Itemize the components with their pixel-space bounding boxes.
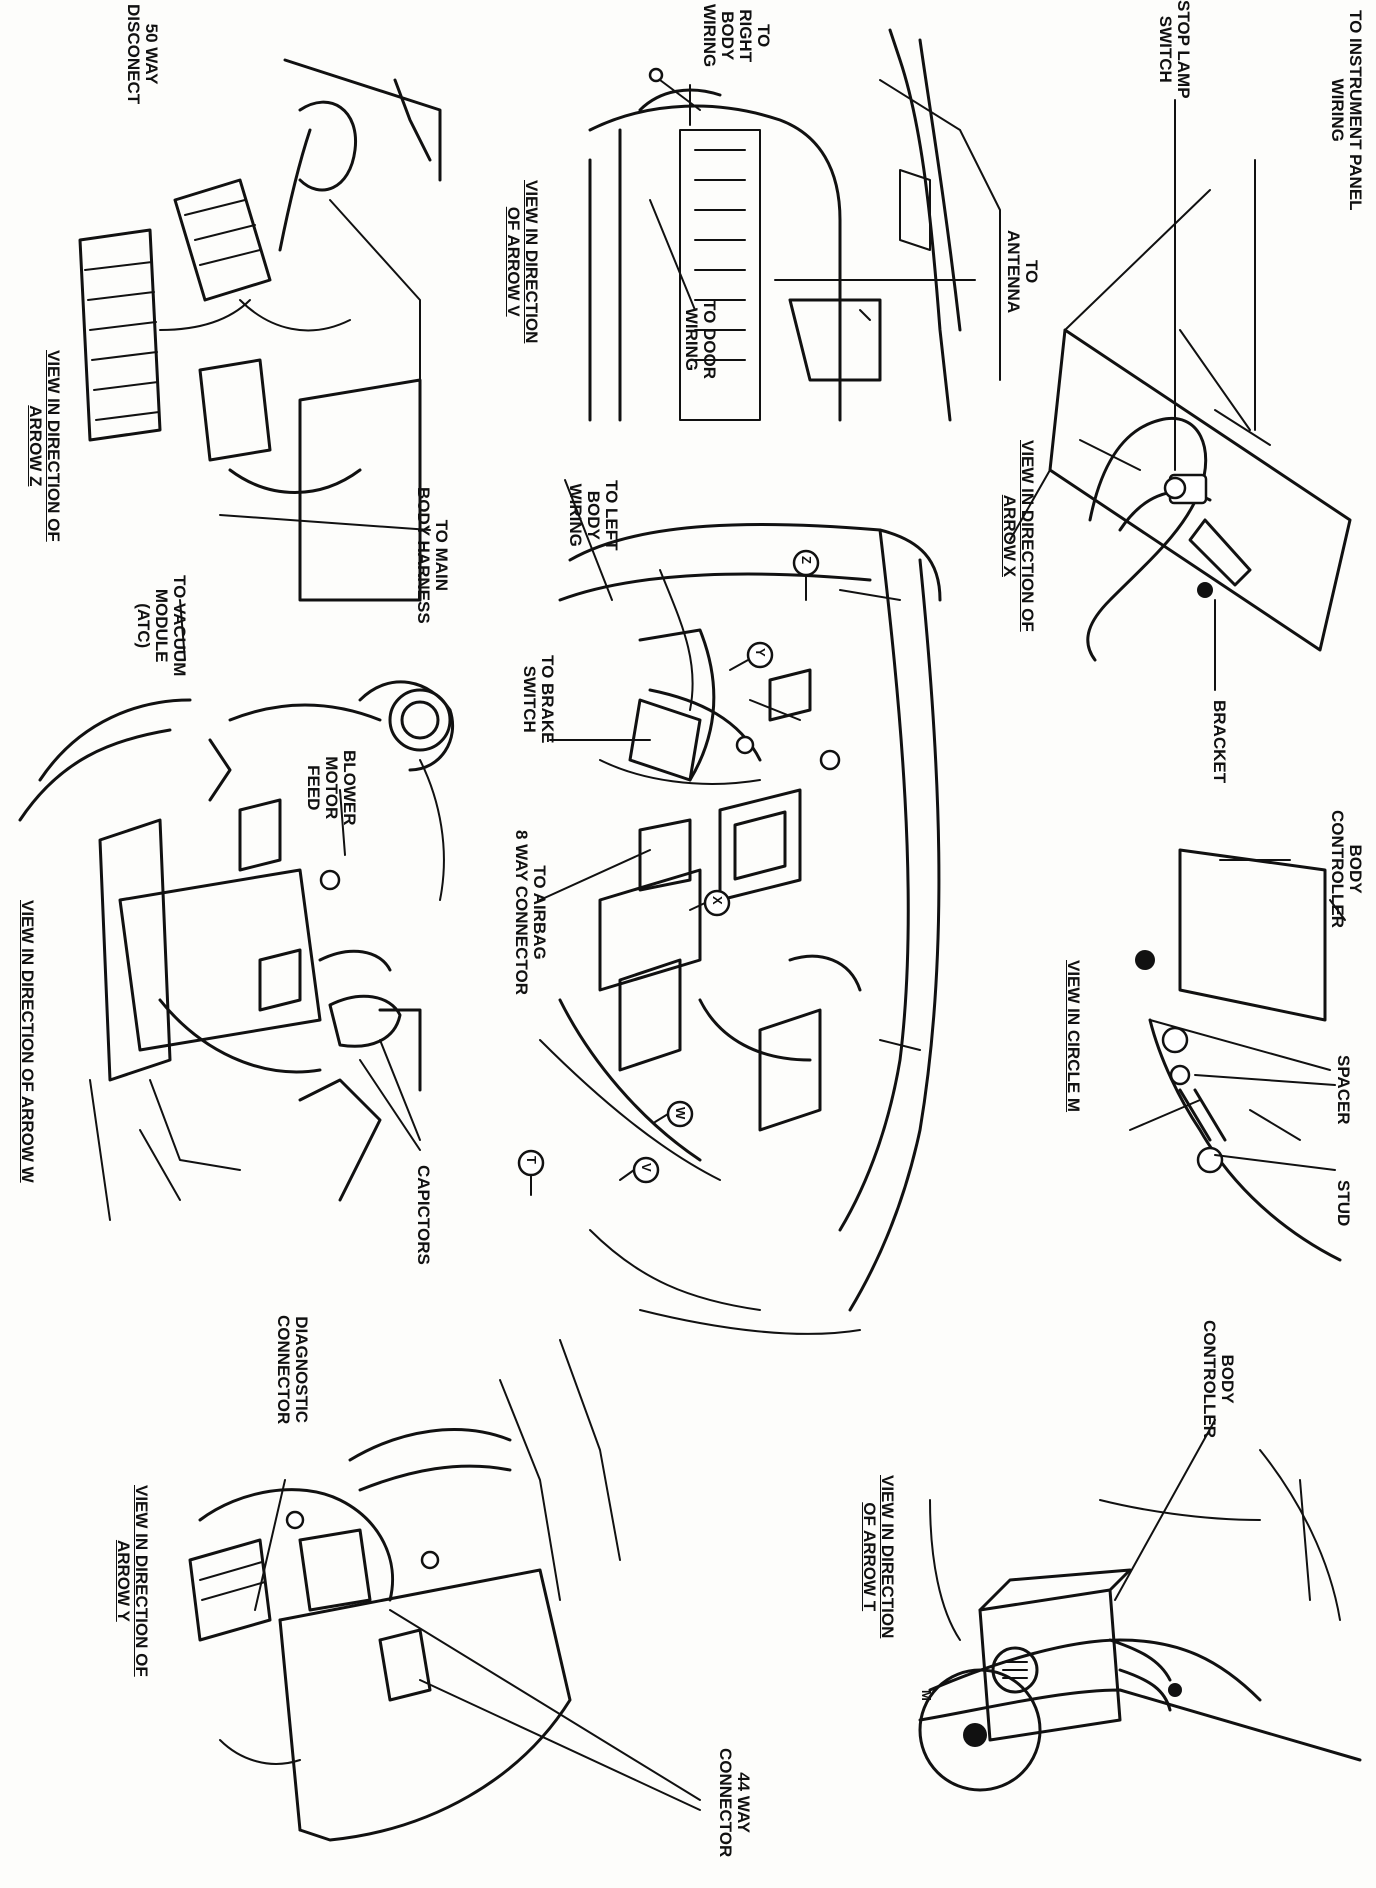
view-w-illustration: [18, 680, 455, 1221]
label-to-vacuum-module: TO VACUUM MODULE (ATC): [134, 575, 189, 677]
label-to-left-body-wiring: TO LEFT BODY WIRING: [566, 480, 621, 551]
callout-x-letter: X: [710, 896, 725, 905]
callout-y-marker: [729, 641, 774, 671]
label-view-arrow-x: VIEW IN DIRECTION OF ARROW X: [1000, 440, 1037, 632]
callout-m-letter: M: [919, 1690, 934, 1701]
leader-diagnostic: [254, 1479, 286, 1611]
center-dash-illustration: [539, 522, 942, 1335]
callout-v-marker: [619, 1156, 660, 1184]
view-z-illustration: [78, 58, 442, 602]
view-x-illustration: [1009, 189, 1352, 662]
label-to-main-body-harness: TO MAIN BODY HARNESS: [414, 487, 451, 624]
label-50-way-disconnect: 50 WAY DISCONECT: [124, 4, 161, 105]
view-y-illustration: [188, 1339, 621, 1842]
label-diagnostic-connector: DIAGNOSTIC CONNECTOR: [274, 1315, 311, 1425]
leader-door: [649, 199, 696, 311]
label-view-arrow-w: VIEW IN DIRECTION OF ARROW W: [18, 900, 37, 1183]
leader-44-way-2: [419, 1679, 701, 1811]
leader-vacuum-module: [179, 599, 186, 661]
callout-t-marker: [517, 1149, 545, 1196]
label-stud: STUD: [1334, 1180, 1353, 1227]
label-view-arrow-y: VIEW IN DIRECTION OF ARROW Y: [114, 1485, 151, 1677]
view-circle-m-illustration: [1129, 848, 1342, 1262]
leader-capictors-2: [359, 1059, 421, 1151]
label-spacer: SPACER: [1334, 1055, 1353, 1125]
leader-spacer: [1194, 1074, 1336, 1086]
leader-airbag: [539, 849, 651, 901]
label-to-antenna: TO ANTENNA: [1004, 230, 1041, 314]
leader-capictors-1: [379, 1039, 421, 1141]
label-bracket: BRACKET: [1210, 700, 1229, 784]
label-blower-motor-feed: BLOWER MOTOR FEED: [304, 750, 359, 826]
leader-left-body: [564, 479, 613, 601]
label-to-brake-switch: TO BRAKE SWITCH: [520, 655, 557, 744]
callout-w-letter: W: [673, 1107, 688, 1120]
view-t-illustration: [918, 1449, 1362, 1792]
label-to-right-body-wiring: TO RIGHT BODY WIRING: [700, 4, 773, 68]
label-44-way-connector: 44 WAY CONNECTOR: [716, 1748, 753, 1858]
label-body-controller-bottom: BODY CONTROLLER: [1200, 1320, 1237, 1439]
label-body-controller-top: BODY CONTROLLER: [1328, 810, 1365, 929]
callout-y-letter: Y: [753, 648, 768, 657]
label-to-instrument-panel-wiring: TO INSTRUMENT PANEL WIRING: [1328, 10, 1365, 211]
label-view-circle-m: VIEW IN CIRCLE M: [1064, 960, 1083, 1113]
callout-z-letter: Z: [799, 556, 814, 564]
callout-t-letter: T: [524, 1156, 539, 1164]
leader-44-way-1: [389, 1609, 701, 1801]
leader-main-body-harness: [219, 514, 431, 531]
view-v-illustration: [588, 28, 1001, 422]
label-view-arrow-z: VIEW IN DIRECTION OF ARROW Z: [26, 350, 63, 542]
label-to-airbag-connector: TO AIRBAG 8 WAY CONNECTOR: [512, 830, 549, 996]
callout-v-letter: V: [639, 1163, 654, 1172]
label-view-arrow-v: VIEW IN DIRECTION OF ARROW V: [504, 180, 541, 344]
label-view-arrow-t: VIEW IN DIRECTION OF ARROW T: [860, 1475, 897, 1639]
label-capictors: CAPICTORS: [414, 1165, 433, 1265]
leader-body-controller-bottom: [1114, 1419, 1216, 1601]
leader-blower: [339, 789, 346, 856]
callout-x-marker: [689, 889, 731, 917]
label-to-door-wiring: TO DOOR WIRING: [682, 300, 719, 380]
leader-stud: [1214, 1154, 1336, 1171]
callout-z-marker: [792, 549, 820, 601]
label-stop-lamp-switch: STOP LAMP SWITCH: [1156, 0, 1193, 99]
leader-body-controller-top: [1329, 899, 1346, 921]
callout-w-marker: [654, 1100, 694, 1128]
